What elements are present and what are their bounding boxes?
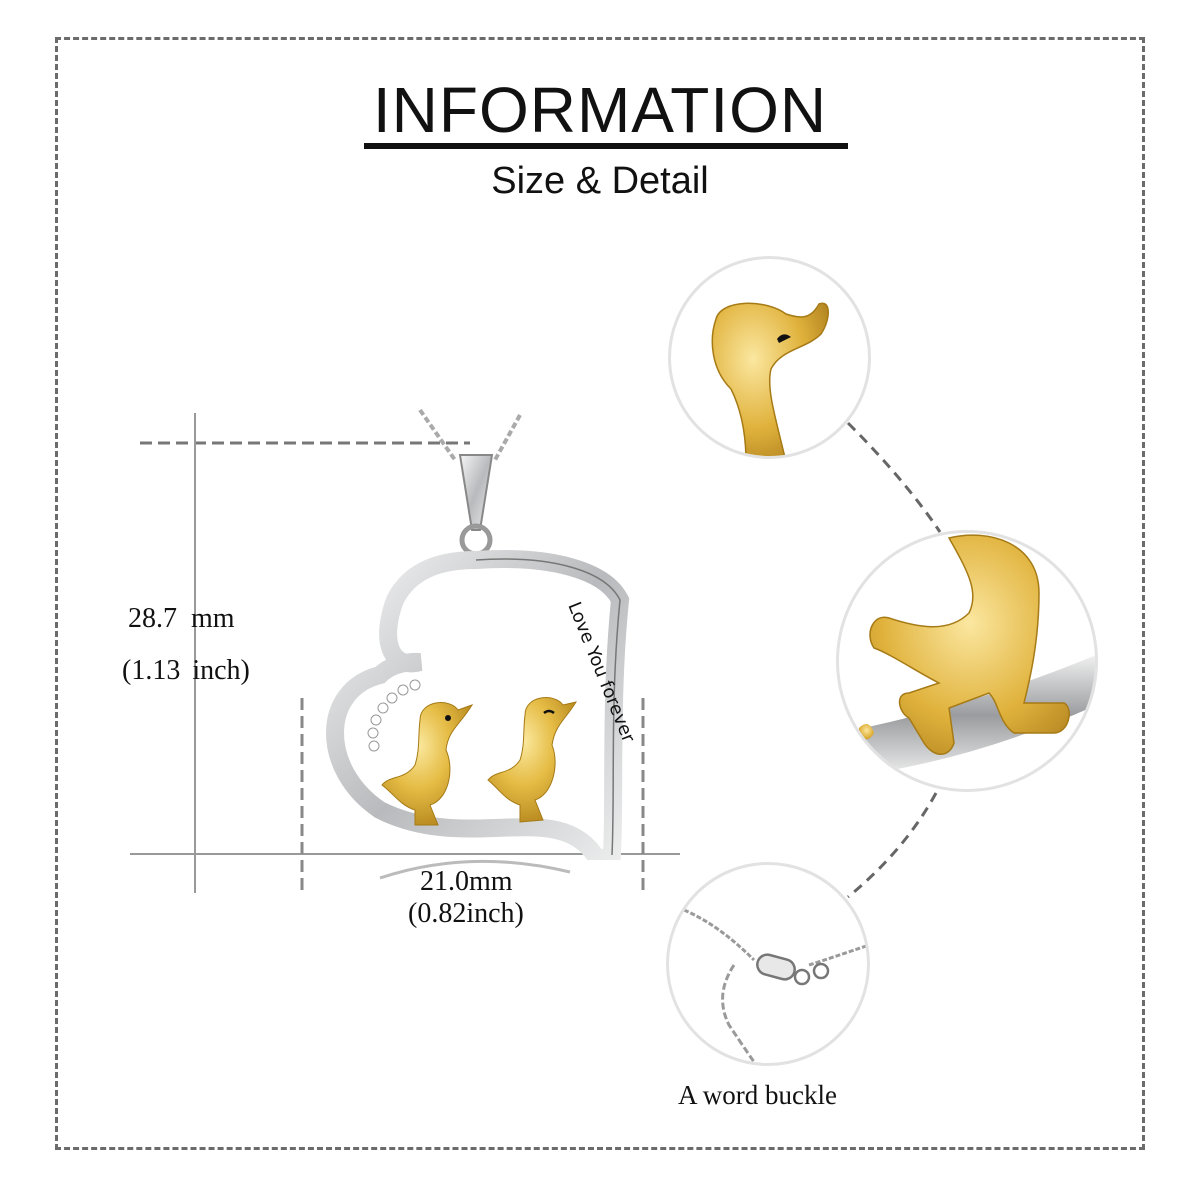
detail-circle-duck-feet xyxy=(836,530,1098,792)
width-inch-label: (0.82inch) xyxy=(408,898,524,929)
duck-head-icon xyxy=(711,302,829,456)
duck-feet-icon xyxy=(839,534,1095,778)
page-subtitle: Size & Detail xyxy=(491,160,709,202)
clasp-caption: A word buckle xyxy=(678,1080,837,1110)
detail-circle-duck-head xyxy=(668,256,871,459)
engraving-text: Love You forever xyxy=(563,599,639,746)
title-underline xyxy=(364,143,848,149)
detail-circle-clasp xyxy=(666,862,870,1066)
lobster-clasp-icon xyxy=(683,908,867,1063)
page-title: INFORMATION xyxy=(372,74,828,146)
width-mm-label: 21.0mm xyxy=(420,866,513,897)
dashed-frame xyxy=(55,37,1145,1150)
heart-pendant-image: Love You forever xyxy=(326,408,639,860)
